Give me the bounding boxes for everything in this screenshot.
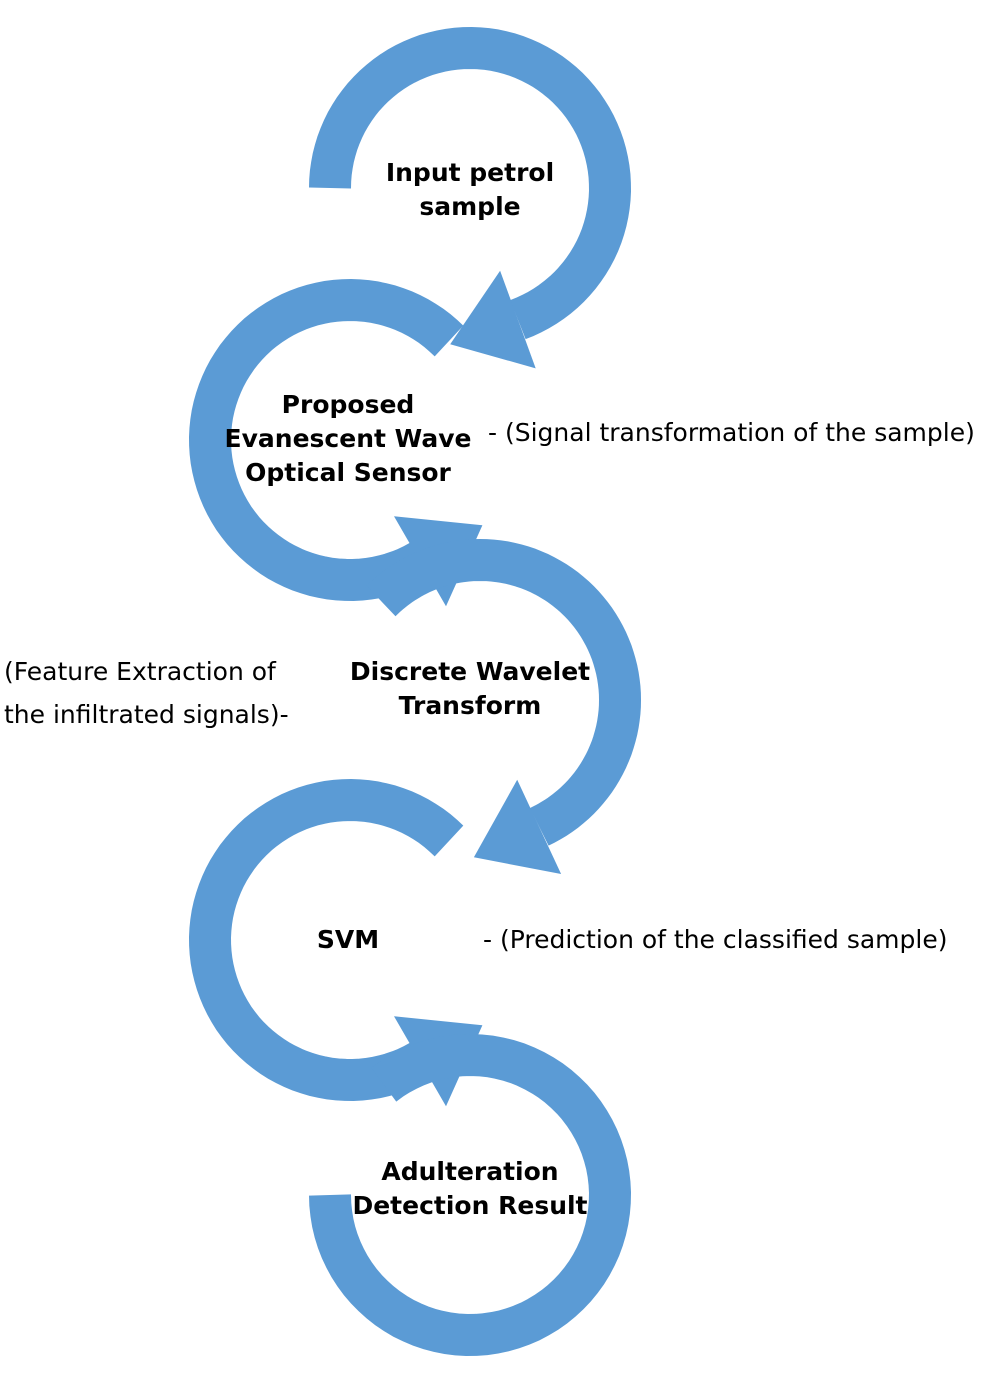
circular-arrows [188,26,642,1357]
step-3-line-1: Discrete Wavelet [349,657,591,686]
note-signal-transformation-text: - (Signal transformation of the sample) [488,418,975,447]
step-5-line-1: Adulteration [381,1157,559,1186]
arrow-ring-5 [309,1033,632,1357]
step-input-petrol-sample: Input petrol sample [386,156,554,224]
arrow-head-3 [473,779,562,874]
step-1-line-2: sample [419,192,521,221]
note-feature-extraction-line-1: (Feature Extraction of [4,657,276,686]
note-prediction: - (Prediction of the classified sample) [483,923,947,957]
note-feature-extraction-line-2: the infiltrated signals)- [4,700,289,729]
note-prediction-text: - (Prediction of the classified sample) [483,925,948,954]
step-5-line-2: Detection Result [352,1191,588,1220]
step-discrete-wavelet-transform: Discrete Wavelet Transform [350,655,590,723]
arrow-ring-3 [366,538,642,846]
step-svm: SVM [317,923,379,957]
step-adulteration-detection-result: Adulteration Detection Result [352,1155,587,1223]
arrow-ring-4 [188,778,464,1102]
step-2-line-2: Evanescent Wave [224,424,472,453]
step-4-line-1: SVM [316,925,380,954]
step-1-line-1: Input petrol [385,158,555,187]
step-optical-sensor: Proposed Evanescent Wave Optical Sensor [225,388,472,490]
step-2-line-1: Proposed [281,390,415,419]
note-signal-transformation: - (Signal transformation of the sample) [488,416,975,450]
arrow-ring-2 [188,278,464,602]
note-feature-extraction: (Feature Extraction of the infiltrated s… [4,650,289,736]
step-2-line-3: Optical Sensor [245,458,451,487]
arrow-head-1 [450,270,536,369]
step-3-line-2: Transform [398,691,542,720]
arrow-ring-1 [309,26,632,340]
